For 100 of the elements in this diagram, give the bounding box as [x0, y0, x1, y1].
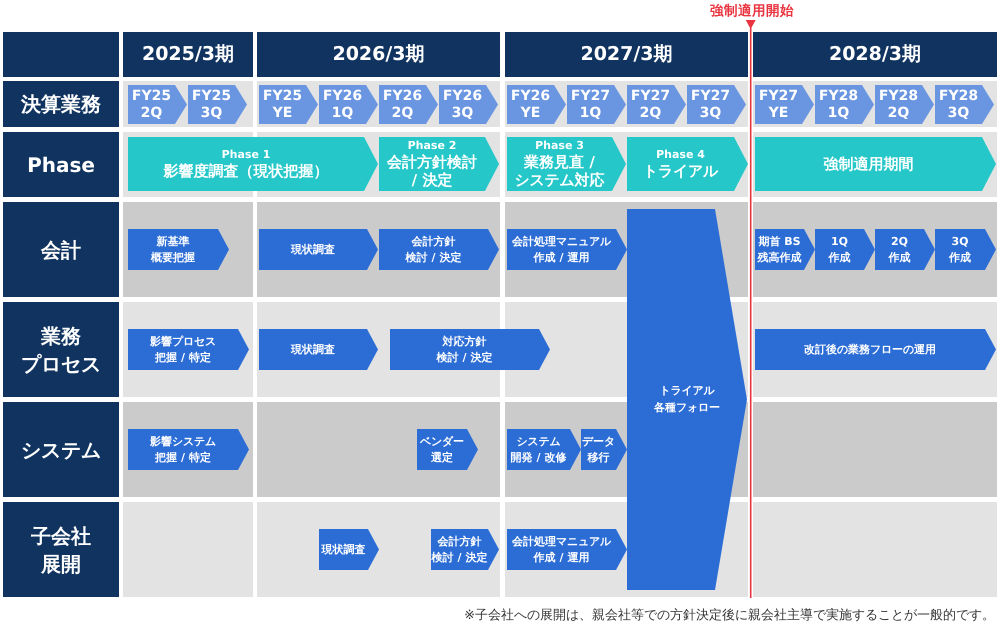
task-label: 現状調査: [322, 542, 366, 558]
phase-number: Phase 2: [408, 138, 456, 154]
phase-title: 業務見直 / システム対応: [514, 153, 604, 190]
year-header-cell: [257, 32, 500, 77]
task-label: 2Q作成: [888, 234, 910, 265]
row-label: Phase: [27, 152, 95, 178]
task-label: 現状調査: [291, 242, 335, 258]
quarter-block: [935, 85, 994, 124]
row-header-cell: [3, 202, 119, 297]
quarter-label: FY26 3Q: [442, 88, 482, 122]
quarter-block: [875, 85, 934, 124]
phase-banner: [755, 137, 996, 191]
row-header-cell: [3, 302, 119, 397]
task-label: システム開発 / 改修: [510, 434, 566, 465]
task-label: データ移行: [582, 434, 615, 465]
phase-title: 会計方針検討 / 決定: [387, 153, 477, 190]
milestone-label: 強制適用開始: [710, 2, 794, 20]
phase-number: Phase 3: [535, 138, 584, 154]
quarter-block: [188, 85, 247, 124]
quarter-label: FY27 1Q: [570, 88, 610, 122]
quarter-block: [259, 85, 318, 124]
task-label: 改訂後の業務フローの運用: [804, 342, 936, 358]
task-label: 期首 BS残高作成: [758, 234, 802, 265]
year-header-cell: [123, 32, 253, 77]
footnote: ※子会社への展開は、親会社等での方針決定後に親会社主導で実施することが一般的です。: [464, 607, 995, 624]
task-bar: [319, 529, 379, 570]
quarter-label: FY27 3Q: [690, 88, 730, 122]
task-label: 対応方針検討 / 決定: [436, 334, 492, 365]
phase-number: Phase 4: [656, 148, 705, 162]
year-header-cell: [505, 32, 748, 77]
quarter-label: FY26 2Q: [382, 88, 422, 122]
task-bar: [259, 329, 378, 370]
quarter-block: [379, 85, 438, 124]
task-bar: [431, 529, 499, 570]
row-label: 子会社展開: [31, 522, 91, 578]
task-label: 会計処理マニュアル作成 / 運用: [512, 534, 611, 565]
quarter-block: [755, 85, 814, 124]
task-bar: [507, 529, 627, 570]
task-bar: [755, 329, 996, 370]
task-bar: [507, 229, 627, 270]
task-bar: [815, 229, 875, 270]
task-bar: [417, 429, 478, 470]
task-label: 影響システム把握 / 特定: [150, 434, 216, 465]
quarter-block: [567, 85, 626, 124]
row-label: システム: [21, 436, 101, 464]
task-bar: [128, 429, 249, 470]
task-bar: [259, 229, 378, 270]
task-label: 現状調査: [291, 342, 335, 358]
quarter-block: [815, 85, 874, 124]
phase-title: トライアル: [643, 162, 718, 180]
quarter-block: [439, 85, 498, 124]
year-label: 2026/3期: [332, 43, 425, 66]
phase-banner: [627, 137, 748, 191]
task-bar: [390, 329, 550, 370]
quarter-label: FY25 YE: [262, 88, 302, 122]
task-bar: [128, 329, 249, 370]
task-label: 会計方針検討 / 決定: [432, 534, 488, 565]
task-bar: [379, 229, 499, 270]
phase-title: 影響度調査（現状把握）: [164, 162, 328, 180]
year-label: 2028/3期: [828, 43, 922, 66]
quarter-label: FY26 YE: [510, 88, 550, 122]
row-header-cell: [3, 502, 119, 597]
quarter-label: FY28 3Q: [938, 88, 978, 122]
task-label: 影響プロセス把握 / 特定: [150, 334, 216, 365]
quarter-label: FY25 2Q: [132, 88, 172, 122]
row-label: 業務プロセス: [21, 322, 101, 378]
row-header-cell: [3, 132, 119, 197]
quarter-block: [507, 85, 566, 124]
task-bar: [755, 229, 815, 270]
task-label: 新基準概要把握: [151, 234, 195, 265]
task-label: 1Q作成: [828, 234, 850, 265]
phase-banner: [507, 137, 626, 191]
year-label: 2025/3期: [142, 43, 234, 66]
quarter-label: FY25 3Q: [192, 88, 232, 122]
task-label: ベンダー選定: [420, 434, 464, 465]
phase-banner: [379, 137, 499, 191]
year-header-cell: [753, 32, 997, 77]
task-label: トライアル各種フォロー: [654, 383, 720, 416]
task-label: 会計方針検討 / 決定: [406, 234, 462, 265]
task-bar: [128, 229, 229, 270]
row-label: 決算業務: [21, 91, 101, 118]
task-label: 会計処理マニュアル作成 / 運用: [512, 234, 611, 265]
phase-banner: [128, 137, 378, 191]
quarter-block: [627, 85, 686, 124]
quarter-block: [319, 85, 378, 124]
quarter-label: FY28 1Q: [818, 88, 858, 122]
task-bar: [875, 229, 935, 270]
row-header-cell: [3, 402, 119, 497]
quarter-block: [128, 85, 187, 124]
header-cell: [3, 32, 119, 77]
phase-title: 強制適用期間: [824, 155, 914, 173]
row-header-cell: [3, 81, 119, 127]
row-label: 会計: [41, 236, 81, 264]
quarter-label: FY27 2Q: [630, 88, 670, 122]
phase-number: Phase 1: [222, 148, 270, 162]
quarter-label: FY27 YE: [758, 88, 798, 122]
task-label: 3Q作成: [949, 234, 971, 265]
quarter-label: FY28 2Q: [878, 88, 918, 122]
task-bar: [507, 429, 581, 470]
year-label: 2027/3期: [580, 43, 673, 66]
